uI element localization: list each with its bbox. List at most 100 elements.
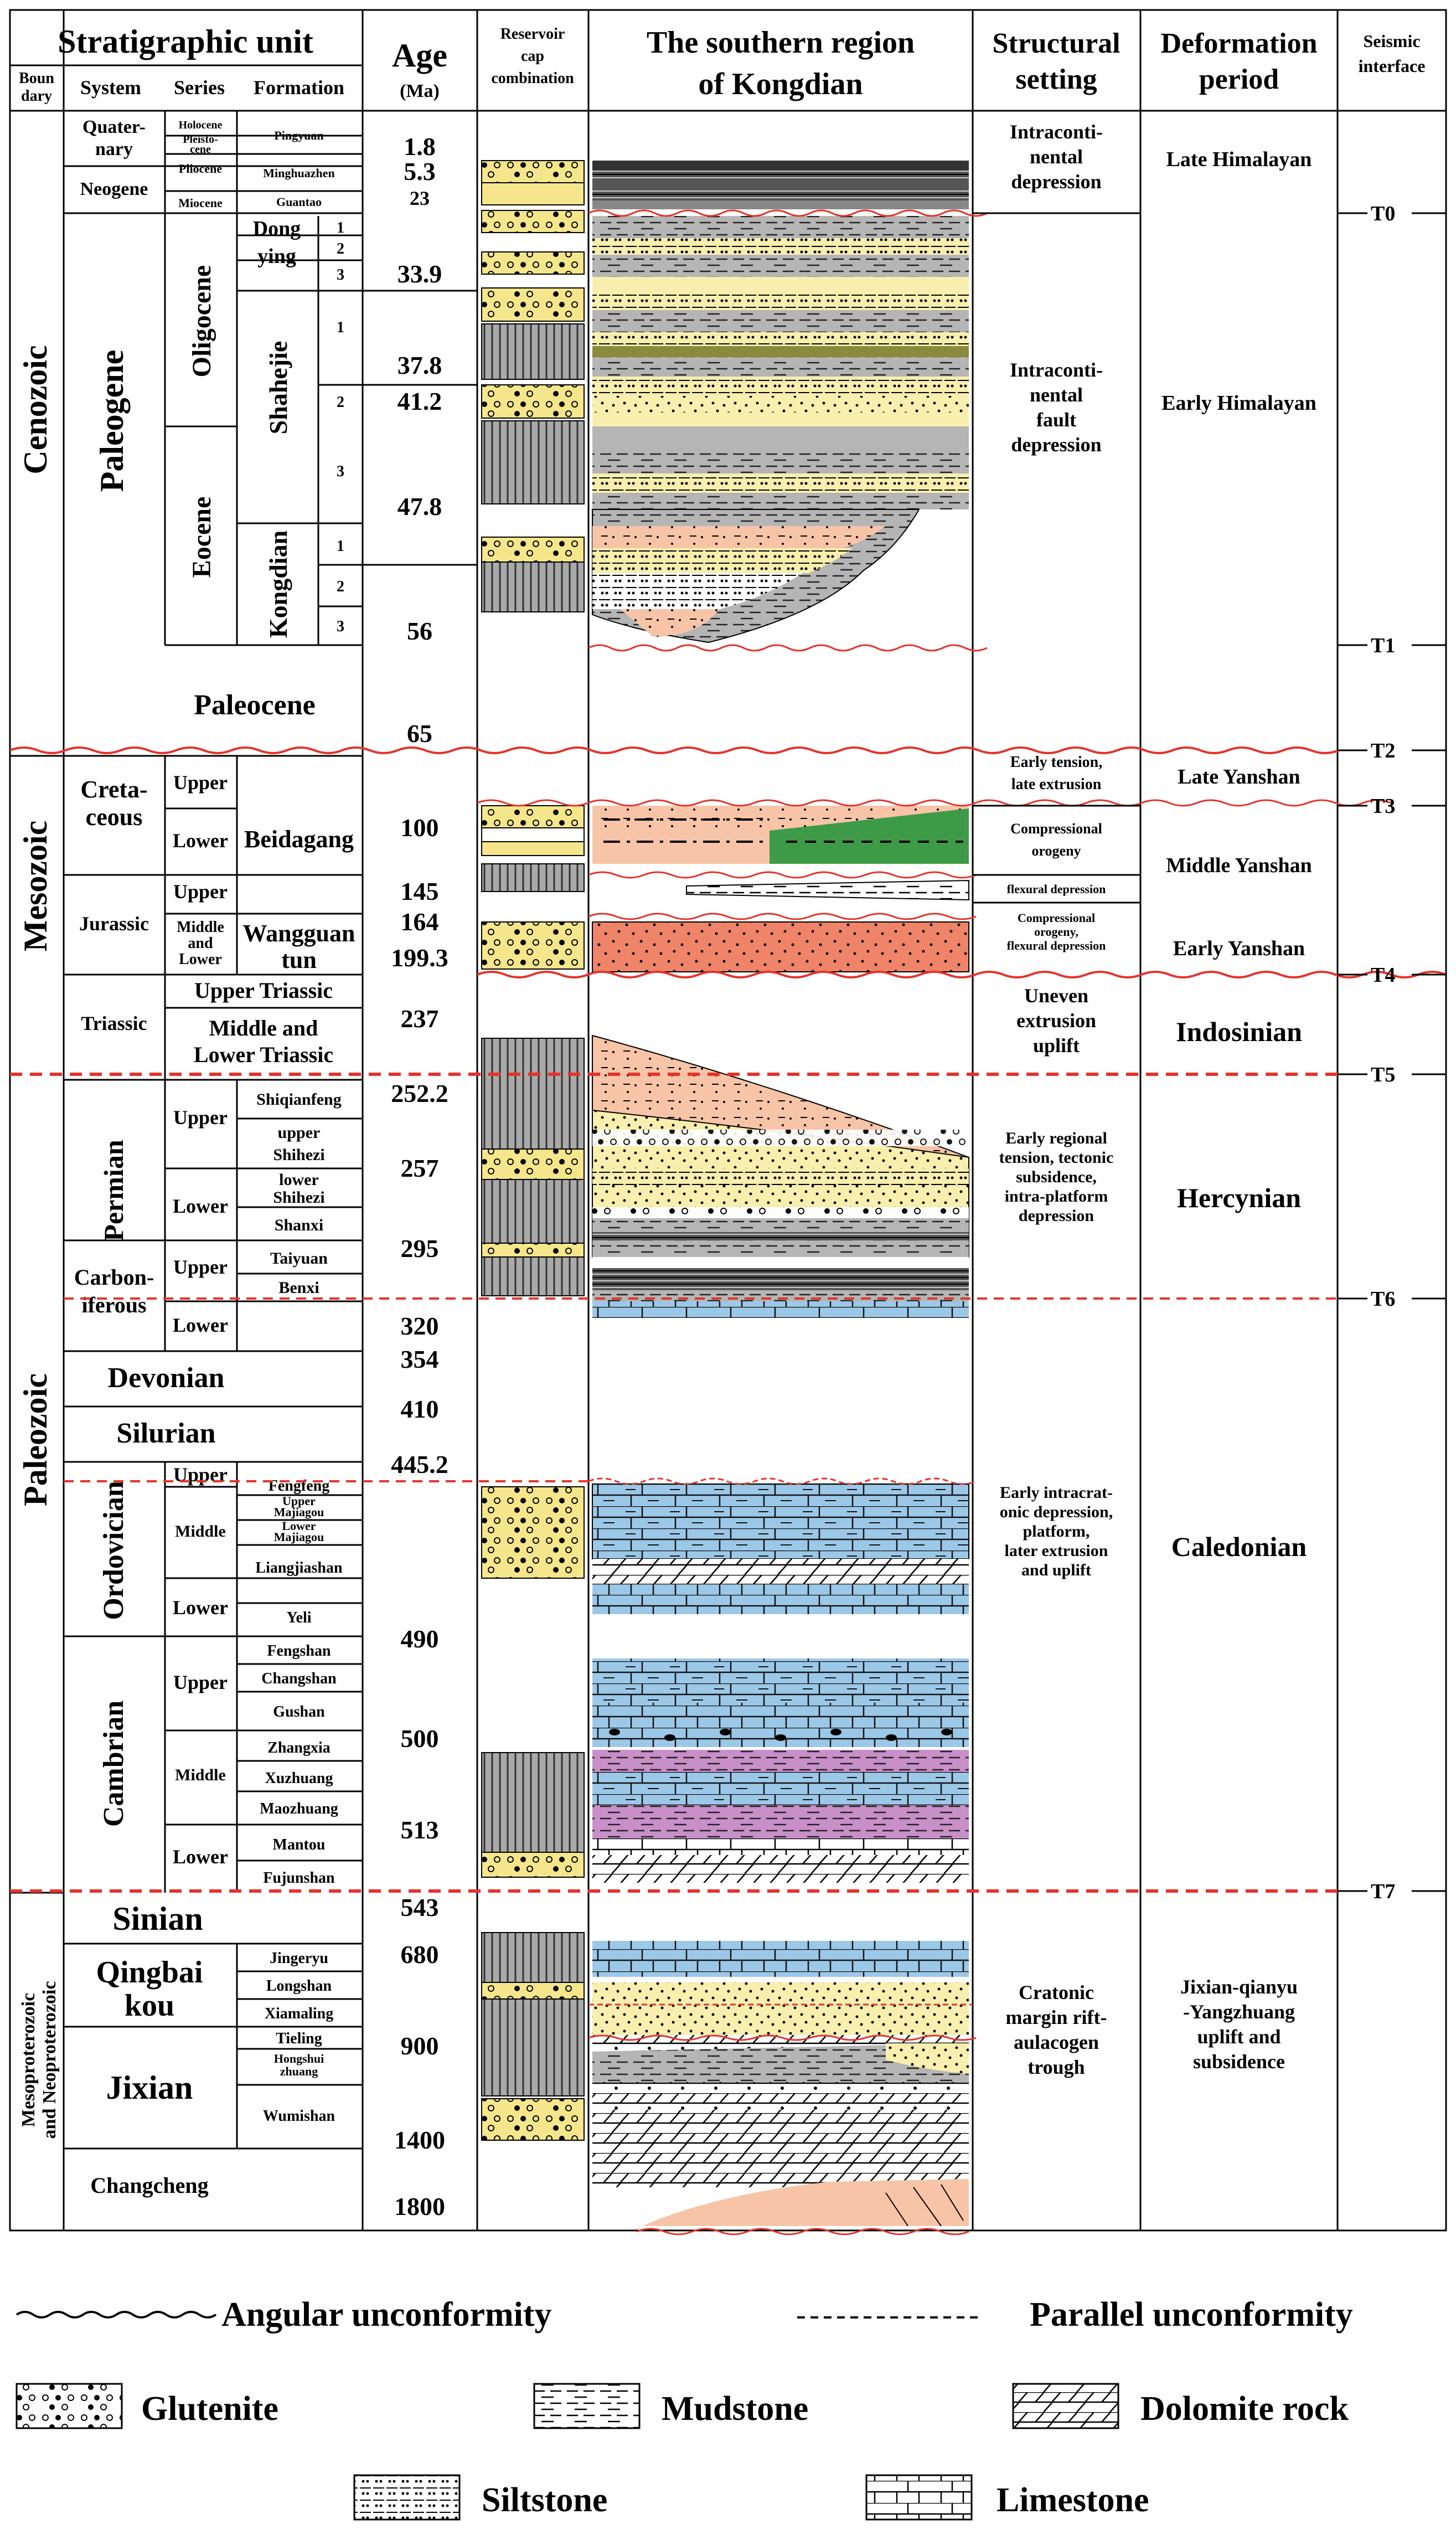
svg-text:56: 56 [407, 617, 432, 645]
svg-text:Yeli: Yeli [286, 1609, 311, 1626]
svg-text:Xuzhuang: Xuzhuang [265, 1770, 333, 1787]
svg-text:and: and [188, 935, 213, 952]
svg-text:Beidagang: Beidagang [244, 826, 354, 853]
svg-text:252.2: 252.2 [391, 1079, 448, 1107]
svg-text:900: 900 [401, 2032, 439, 2060]
legend: Angular unconformity Parallel unconformi… [16, 2296, 1353, 2521]
svg-text:Upper: Upper [173, 880, 228, 903]
svg-text:-Yangzhuang: -Yangzhuang [1183, 2001, 1295, 2023]
svg-text:Upper: Upper [173, 771, 228, 794]
svg-text:of Kongdian: of Kongdian [698, 67, 863, 101]
svg-text:Early regional: Early regional [1005, 1129, 1107, 1147]
svg-text:Upper: Upper [173, 1256, 228, 1278]
svg-text:lower: lower [279, 1171, 319, 1189]
svg-text:ying: ying [257, 245, 296, 268]
svg-text:Jingeryu: Jingeryu [270, 1950, 328, 1967]
svg-text:Hongshui: Hongshui [274, 2052, 324, 2065]
svg-text:ceous: ceous [86, 803, 143, 831]
system-devonian: Devonian [108, 1362, 225, 1394]
svg-text:Lower: Lower [173, 1846, 228, 1868]
svg-text:513: 513 [401, 1816, 439, 1844]
svg-text:onic depression,: onic depression, [1000, 1503, 1113, 1521]
svg-text:2: 2 [337, 394, 344, 411]
svg-text:490: 490 [401, 1625, 439, 1653]
unit-grid [64, 111, 363, 2150]
svg-text:Early intracrat-: Early intracrat- [1000, 1483, 1113, 1502]
svg-text:Majiagou: Majiagou [274, 1530, 324, 1544]
series-eocene: Eocene [187, 497, 216, 578]
svg-text:Changshan: Changshan [261, 1670, 337, 1687]
legend-glutenite: Glutenite [141, 2390, 278, 2428]
svg-text:Early tension,: Early tension, [1010, 754, 1102, 771]
svg-text:5.3: 5.3 [404, 157, 436, 186]
svg-text:Cratonic: Cratonic [1019, 1981, 1094, 2003]
svg-text:cene: cene [190, 143, 211, 156]
svg-text:Middle Yanshan: Middle Yanshan [1166, 854, 1312, 877]
svg-text:Minghuazhen: Minghuazhen [263, 166, 335, 180]
svg-text:Xiamaling: Xiamaling [265, 2005, 333, 2022]
seismic-t5: T5 [1371, 1063, 1395, 1086]
system-jurassic: Jurassic [79, 913, 149, 935]
svg-text:Pliocene: Pliocene [179, 162, 222, 176]
svg-text:nental: nental [1030, 146, 1083, 168]
system-ordovician: Ordovician [98, 1481, 130, 1620]
svg-text:Indosinian: Indosinian [1176, 1016, 1302, 1047]
svg-text:Wumishan: Wumishan [263, 2108, 335, 2125]
svg-text:354: 354 [401, 1345, 439, 1373]
legend-siltstone: Siltstone [482, 2481, 607, 2519]
series-labels: Holocene Pleisto- cene Pliocene Miocene … [173, 119, 333, 1868]
svg-text:Pingyuan: Pingyuan [274, 128, 323, 142]
svg-text:nental: nental [1030, 384, 1083, 406]
seismic-t3: T3 [1371, 795, 1395, 818]
system-cretaceous: Creta- [80, 776, 147, 803]
header-stratigraphic-unit: Stratigraphic unit [58, 23, 313, 60]
formation-labels: Pingyuan Minghuazhen Guantao Dong ying 1… [243, 128, 355, 2125]
legend-mudstone: Mudstone [662, 2390, 808, 2428]
svg-text:orogeny: orogeny [1031, 843, 1081, 859]
svg-text:Upper Triassic: Upper Triassic [194, 978, 333, 1003]
limestone-symbol [865, 2474, 973, 2521]
svg-text:depression: depression [1019, 1207, 1094, 1225]
svg-text:Liangjiashan: Liangjiashan [255, 1559, 343, 1577]
svg-text:Late Yanshan: Late Yanshan [1178, 765, 1300, 789]
svg-text:Gushan: Gushan [273, 1703, 325, 1720]
svg-text:2: 2 [337, 240, 344, 257]
svg-text:uplift: uplift [1033, 1034, 1080, 1057]
svg-text:1400: 1400 [394, 2126, 445, 2154]
svg-text:1: 1 [337, 319, 344, 336]
svg-text:tension, tectonic: tension, tectonic [999, 1148, 1114, 1167]
system-cambrian: Cambrian [98, 1701, 130, 1827]
svg-text:Boun: Boun [19, 70, 54, 87]
svg-text:Middle: Middle [175, 1766, 226, 1784]
svg-text:Maozhuang: Maozhuang [260, 1800, 338, 1817]
glutenite-symbol [16, 2383, 123, 2429]
svg-text:Benxi: Benxi [278, 1279, 319, 1297]
svg-text:320: 320 [401, 1312, 439, 1340]
reservoir-cap-column [481, 160, 585, 2141]
svg-text:Fengfeng: Fengfeng [269, 1477, 329, 1495]
era-paleozoic: Paleozoic [17, 1373, 54, 1506]
svg-text:Shanxi: Shanxi [275, 1216, 323, 1234]
era-mesozoic: Mesozoic [17, 821, 54, 952]
svg-text:fault: fault [1036, 409, 1076, 431]
header: Stratigraphic unit Boun dary System Seri… [19, 23, 1425, 105]
svg-text:543: 543 [401, 1893, 439, 1921]
era-column: Cenozoic Mesozoic Paleozoic Mesoproteroz… [10, 345, 64, 2139]
svg-text:and Neoproterozoic: and Neoproterozoic [39, 1981, 60, 2139]
legend-angular: Angular unconformity [221, 2296, 552, 2333]
svg-text:flexural depression: flexural depression [1007, 939, 1106, 952]
structural-setting-column: Intraconti- nental depression Intraconti… [973, 121, 1140, 2078]
svg-text:platform,: platform, [1023, 1522, 1090, 1541]
seismic-interface-column: T0 T1 T2 T3 T4 T5 T6 T7 [1338, 202, 1446, 1903]
svg-text:Early Himalayan: Early Himalayan [1161, 391, 1316, 415]
svg-text:Shihezi: Shihezi [273, 1188, 324, 1207]
svg-text:Lower: Lower [179, 951, 222, 968]
system-qingbaikou: Qingbai [96, 1955, 203, 1990]
svg-text:Dong: Dong [253, 217, 301, 240]
svg-text:410: 410 [401, 1395, 439, 1423]
seismic-t6: T6 [1371, 1287, 1395, 1311]
svg-text:Fujunshan: Fujunshan [263, 1869, 335, 1887]
svg-text:subsidence: subsidence [1193, 2051, 1285, 2073]
svg-text:Tieling: Tieling [276, 2030, 322, 2047]
svg-text:Zhangxia: Zhangxia [267, 1739, 331, 1756]
